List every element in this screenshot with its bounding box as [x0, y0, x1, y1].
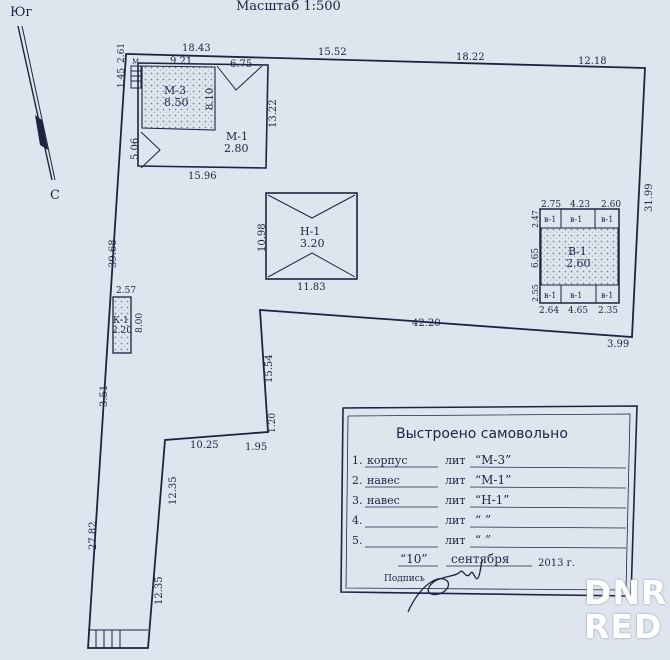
- stamp-month: сентября: [451, 552, 510, 566]
- dim-2-57: 2.57: [116, 286, 136, 296]
- watermark-line-1: DNR: [584, 573, 668, 612]
- dim-10-25: 10.25: [190, 440, 219, 451]
- row-1-item: корпус: [367, 454, 408, 467]
- dim-12-35-upper: 12.35: [168, 476, 179, 505]
- b1-name: В-1: [568, 245, 587, 258]
- stamp-sign-label: Подпись: [384, 574, 425, 584]
- self-built-stamp: Выстроено самовольно 1. корпус лит “М-3”…: [340, 405, 638, 613]
- dim-9-21: 9.21: [170, 56, 192, 67]
- gate-marks: [88, 629, 148, 648]
- stamp-row-1: 1. корпус лит “М-3”: [352, 453, 627, 469]
- stamp-title: Выстроено самовольно: [396, 426, 568, 442]
- m1-height: 2.80: [224, 142, 249, 155]
- building-k1: К-1 2.20 2.57 8.00: [112, 286, 145, 354]
- k1-height: 2.20: [112, 326, 132, 336]
- building-b1: в-1 в-1 в-1 в-1 в-1 в-1 В-1 2.60: [539, 208, 620, 304]
- k1-name: К-1: [113, 316, 129, 326]
- b1-cell-6: в-1: [601, 291, 613, 300]
- dim-31-99: 31.99: [644, 183, 655, 212]
- stamp-row-4: 4. лит “ ”: [352, 513, 627, 529]
- dim-18-22: 18.22: [456, 52, 485, 63]
- dim-13-22: 13.22: [268, 99, 279, 128]
- row-3-num: 3.: [352, 494, 363, 507]
- dim-2-60: 2.60: [601, 200, 621, 210]
- dim-6-75: 6.75: [230, 59, 252, 70]
- m3-height: 8.50: [164, 96, 189, 109]
- row-2-lit: “М-1”: [475, 473, 511, 487]
- dim-2-55: 2.55: [531, 284, 540, 302]
- dim-15-52: 15.52: [318, 47, 347, 58]
- dim-12-35-lower: 12.35: [154, 576, 165, 605]
- dim-18-43: 18.43: [182, 43, 211, 54]
- stamp-row-5: 5. лит “ ”: [352, 533, 627, 549]
- row-4-lit: “ ”: [475, 513, 491, 527]
- dim-3-99: 3.99: [607, 339, 629, 350]
- dim-1-45: 1.45: [117, 68, 127, 88]
- row-3-item: навес: [367, 494, 400, 507]
- scale-label: Масштаб 1:500: [236, 0, 341, 14]
- dim-1-95: 1.95: [245, 442, 267, 453]
- dim-8-10: 8.10: [205, 88, 216, 110]
- b1-cell-4: в-1: [544, 291, 556, 300]
- row-5-num: 5.: [352, 534, 363, 547]
- dim-39-68: 39.68: [108, 239, 119, 268]
- dim-2-47: 2.47: [531, 210, 540, 228]
- m3-tag: М: [132, 58, 139, 66]
- b1-cell-1: в-1: [544, 215, 556, 224]
- row-2-item: навес: [367, 474, 400, 487]
- dim-6-65: 6.65: [531, 248, 541, 268]
- dim-15-96: 15.96: [188, 171, 217, 182]
- dim-3-51: 3.51: [99, 385, 110, 407]
- b1-height: 2.60: [566, 257, 591, 270]
- stamp-year: 2013 г.: [538, 558, 575, 569]
- dim-5-06: 5.06: [130, 138, 141, 160]
- dim-15-54: 15.54: [264, 354, 275, 383]
- dim-2-75: 2.75: [541, 200, 561, 210]
- watermark-line-2: RED: [584, 607, 663, 646]
- n1-name: Н-1: [300, 225, 320, 238]
- dim-27-82: 27.82: [88, 521, 99, 550]
- stamp-day: “10”: [400, 552, 428, 566]
- n1-height: 3.20: [300, 237, 325, 250]
- dim-4-23: 4.23: [570, 200, 590, 210]
- row-5-lit: “ ”: [475, 533, 491, 547]
- dim-2-61: 2.61: [117, 43, 127, 63]
- dim-12-18: 12.18: [578, 56, 607, 67]
- row-2-lit-word: лит: [445, 474, 465, 487]
- row-3-lit: “Н-1”: [475, 493, 509, 507]
- dim-11-83: 11.83: [297, 282, 326, 293]
- dim-2-35: 2.35: [598, 306, 618, 316]
- watermark: DNR RED: [584, 573, 668, 646]
- stamp-row-2: 2. навес лит “М-1”: [352, 473, 627, 489]
- stamp-row-3: 3. навес лит “Н-1”: [352, 493, 627, 509]
- b1-cell-5: в-1: [570, 291, 582, 300]
- compass-north-label: С: [50, 188, 60, 203]
- plot-boundary: [87, 53, 646, 649]
- building-m3-m1: М М-3 8.50 М-1 2.80: [130, 58, 269, 169]
- row-2-num: 2.: [352, 474, 363, 487]
- building-n1: Н-1 3.20: [265, 192, 358, 280]
- dim-1-20: 1.20: [268, 413, 278, 433]
- compass-arrow: Юг С: [10, 5, 60, 203]
- row-4-num: 4.: [352, 514, 363, 527]
- dim-42-20: 42.20: [412, 318, 441, 329]
- m3-name: М-3: [164, 84, 186, 97]
- dim-4-65: 4.65: [568, 306, 588, 316]
- row-5-lit-word: лит: [445, 534, 465, 547]
- dim-10-98: 10.98: [257, 223, 268, 252]
- dim-8-00: 8.00: [135, 313, 145, 333]
- b1-cell-3: в-1: [601, 215, 613, 224]
- row-4-lit-word: лит: [445, 514, 465, 527]
- row-1-num: 1.: [352, 454, 363, 467]
- b1-cell-2: в-1: [570, 215, 582, 224]
- dim-2-64: 2.64: [539, 306, 559, 316]
- signature-scribble: [407, 559, 483, 613]
- row-1-lit-word: лит: [445, 454, 465, 467]
- row-3-lit-word: лит: [445, 494, 465, 507]
- m1-name: М-1: [226, 130, 248, 143]
- row-1-lit: “М-3”: [475, 453, 511, 467]
- compass-south-label: Юг: [10, 5, 33, 20]
- dimension-labels: 18.43 15.52 18.22 12.18 2.61 1.45 9.21 6…: [88, 43, 655, 605]
